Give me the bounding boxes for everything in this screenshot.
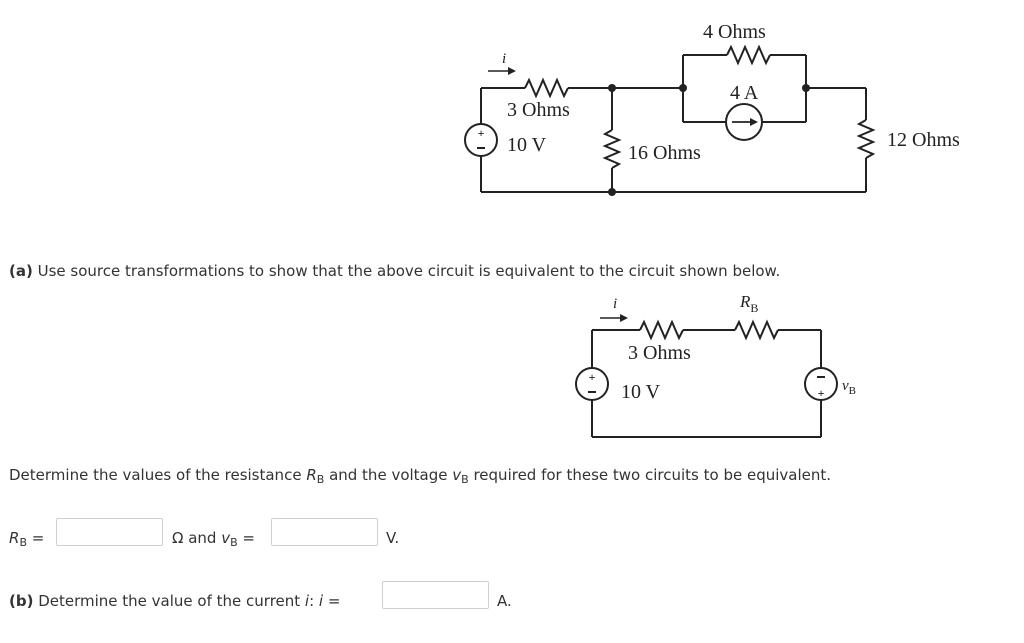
current-arrowhead [508, 67, 516, 75]
resistor-rb [734, 319, 779, 341]
plus-sign: + [818, 386, 825, 400]
current-answer-input[interactable] [382, 581, 489, 609]
equals-sign: = [237, 529, 255, 547]
vb-symbol: v [842, 378, 849, 394]
i-symbol: i [318, 592, 324, 610]
vb-symbol: v [221, 529, 231, 547]
amp-unit: A. [497, 592, 512, 610]
volt-unit: V. [386, 529, 400, 547]
node-dot [608, 84, 616, 92]
vb-subscript: B [461, 473, 469, 486]
current-label: i [613, 296, 617, 312]
circuit-diagram-original: + i 3 Ohms 10 V 16 Ohms 4 Ohms 4 A 12 Oh… [464, 21, 960, 196]
resistor-label-16-ohms: 16 Ohms [628, 142, 701, 164]
i-symbol: i [304, 592, 310, 610]
voltage-label-10v: 10 V [621, 381, 661, 403]
rb-symbol: R [306, 466, 317, 484]
current-arrowhead [620, 314, 628, 322]
voltage-label-10v: 10 V [507, 134, 547, 156]
resistor-12-ohms [856, 119, 876, 159]
part-b-text: (b) Determine the value of the current i… [9, 592, 340, 610]
part-a-tag: (a) [9, 262, 33, 280]
rb-answer-label: RB = [9, 529, 44, 549]
resistor-16-ohms [602, 129, 622, 169]
plus-sign: + [589, 370, 596, 384]
resistor-label-12-ohms: 12 Ohms [887, 129, 960, 151]
equals-sign: = [26, 529, 45, 547]
determine-text-post: required for these two circuits to be eq… [468, 466, 832, 484]
vb-subscript: B [849, 385, 856, 397]
current-label: i [502, 51, 506, 67]
node-dot [802, 84, 810, 92]
determine-instruction: Determine the values of the resistance R… [9, 466, 831, 486]
current-source-label-4a: 4 A [730, 82, 759, 104]
voltage-source-vb [804, 367, 838, 401]
node-dot [608, 188, 616, 196]
part-a-text: (a) Use source transformations to show t… [9, 262, 780, 280]
plus-sign: + [478, 126, 485, 140]
part-b-instruction: Determine the value of the current [33, 592, 305, 610]
resistor-3-ohms [524, 77, 569, 99]
resistor-4-ohms [726, 44, 771, 66]
colon: : [309, 592, 319, 610]
circuit-diagram-equivalent: + + i 3 Ohms 10 V RB vB [575, 292, 856, 438]
resistor-label-rb: RB [739, 292, 758, 315]
node-dot [679, 84, 687, 92]
resistor-label-3-ohms: 3 Ohms [628, 342, 691, 364]
vb-subscript: B [230, 536, 238, 549]
resistor-3-ohms [639, 319, 684, 341]
rb-subscript: B [19, 536, 27, 549]
part-b-tag: (b) [9, 592, 34, 610]
voltage-source-10v [575, 367, 609, 401]
voltage-label-vb: vB [842, 378, 856, 397]
current-source-arrowhead [750, 118, 758, 126]
vb-answer-label: Ω and vB = [172, 529, 255, 549]
rb-subscript: B [316, 473, 325, 486]
rb-answer-input[interactable] [56, 518, 163, 546]
vb-symbol: v [452, 466, 462, 484]
part-a-instruction: Use source transformations to show that … [32, 262, 781, 280]
determine-text-pre: Determine the values of the resistance [9, 466, 307, 484]
resistor-label-3-ohms: 3 Ohms [507, 99, 570, 121]
vb-answer-input[interactable] [271, 518, 378, 546]
rb-symbol: R [739, 292, 751, 311]
resistor-label-4-ohms: 4 Ohms [703, 21, 766, 43]
voltage-source-10v [464, 123, 498, 157]
ohm-and-text: Ω and [172, 529, 222, 547]
rb-subscript: B [750, 301, 758, 315]
equals-sign: = [323, 592, 341, 610]
determine-text-mid: and the voltage [324, 466, 453, 484]
rb-symbol: R [9, 529, 20, 547]
